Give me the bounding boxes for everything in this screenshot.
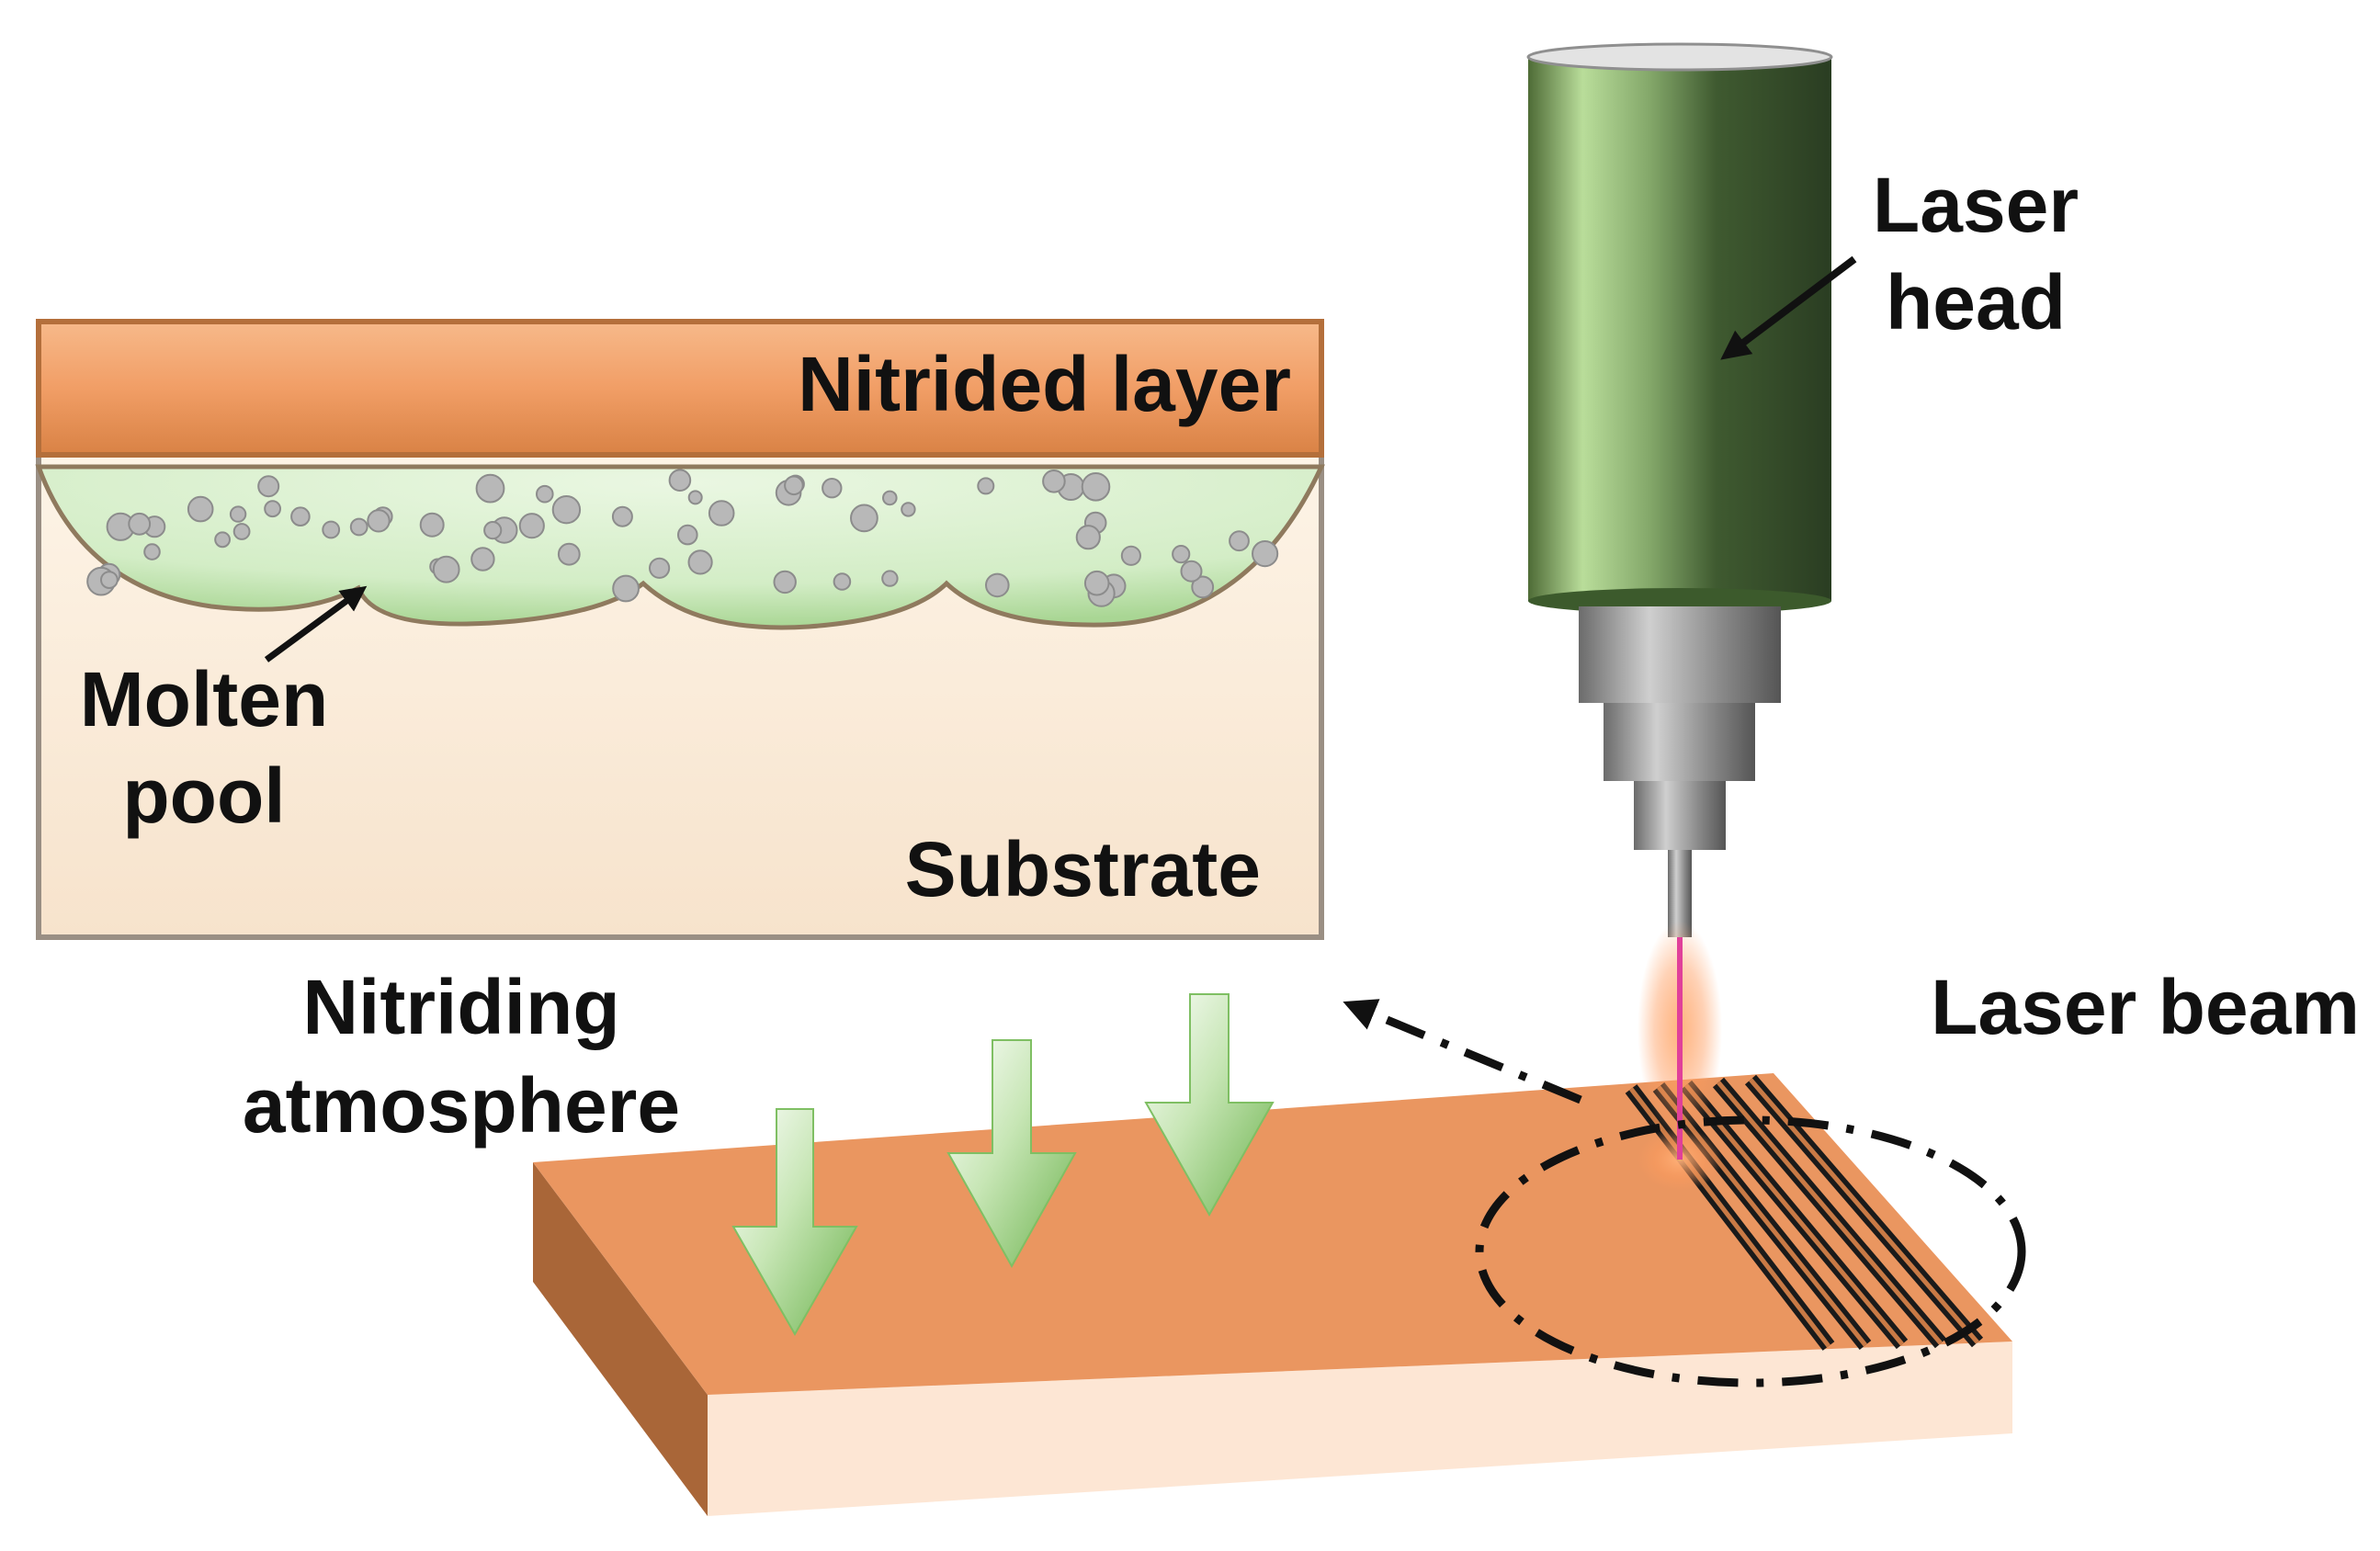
precipitate-particle — [536, 484, 554, 504]
precipitate-particle — [229, 505, 247, 523]
laser-beam — [1638, 921, 1722, 1191]
dash-dot-ellipse-icon — [1475, 1115, 2026, 1387]
dash-dot-arrow-icon — [1343, 999, 1582, 1104]
laser-head — [1526, 42, 1833, 937]
plate-left-face — [533, 1162, 708, 1516]
laser-head-body — [1528, 57, 1831, 601]
precipitate-particle — [232, 523, 251, 540]
plate-front-face — [708, 1342, 2012, 1516]
label-laser-beam: Laser beam — [1931, 964, 2360, 1050]
molten-pool-pointer-arrow — [264, 585, 368, 662]
precipitate-particle — [1252, 540, 1279, 568]
precipitate-particle — [850, 504, 878, 533]
nitrogen-flow-arrow-icon — [731, 1108, 858, 1337]
laser-head-pointer-arrow — [1720, 255, 1857, 360]
precipitate-particle — [1191, 575, 1215, 599]
nitrogen-flow-arrow-icon — [1144, 993, 1275, 1217]
precipitate-particle — [187, 495, 214, 523]
precipitate-particle — [290, 506, 311, 527]
precipitate-particle — [611, 505, 633, 527]
precipitate-particle — [551, 495, 582, 525]
nozzle-lower — [1634, 781, 1726, 850]
precipitate-particle — [1083, 570, 1110, 596]
nitrogen-flow-arrow-icon — [946, 1039, 1077, 1269]
precipitate-particles — [86, 469, 1279, 607]
precipitate-particle — [483, 521, 503, 540]
precipitate-particle — [977, 477, 995, 495]
precipitate-particle — [985, 572, 1010, 598]
precipitate-particle — [901, 502, 916, 517]
precipitate-particle — [264, 500, 282, 518]
precipitate-particle — [470, 547, 495, 572]
nozzle-collar — [1579, 606, 1781, 703]
precipitate-particle — [419, 512, 445, 538]
precipitate-particle — [773, 570, 797, 594]
precipitate-particle — [518, 513, 545, 539]
precipitate-particle — [612, 574, 640, 603]
label-laser-head-line2: head — [1886, 259, 2066, 345]
precipitate-particle — [1075, 525, 1101, 550]
label-nitrided-layer: Nitrided layer — [798, 341, 1291, 427]
precipitate-particle — [214, 531, 232, 549]
precipitate-particle — [367, 509, 391, 533]
precipitate-particle — [143, 543, 161, 560]
precipitate-particle — [881, 570, 899, 587]
precipitate-particle — [833, 572, 852, 591]
nitrided-layer-band — [36, 319, 1324, 458]
precipitate-particle — [1180, 560, 1203, 583]
label-molten-pool-line2: pool — [122, 753, 285, 839]
precipitate-particle — [708, 500, 735, 526]
precipitate-particle — [349, 517, 368, 537]
precipitate-particle — [432, 555, 460, 583]
label-substrate: Substrate — [905, 826, 1261, 912]
precipitate-particle — [1081, 472, 1111, 502]
precipitate-particle — [649, 557, 671, 579]
label-molten-pool-line1: Molten — [80, 656, 329, 742]
precipitate-particle — [1172, 545, 1191, 564]
precipitate-particle — [322, 520, 341, 539]
precipitate-particle — [100, 571, 119, 589]
precipitate-particle — [128, 512, 152, 536]
precipitate-particle — [1042, 470, 1066, 493]
precipitate-particle — [1120, 545, 1142, 566]
precipitate-particle — [784, 475, 804, 496]
precipitate-particle — [677, 524, 698, 546]
precipitate-particle — [687, 549, 713, 575]
precipitate-particle — [668, 469, 692, 492]
precipitate-particle — [822, 478, 843, 499]
precipitate-particle — [557, 542, 581, 566]
precipitate-particle — [882, 490, 898, 506]
precipitate-particle — [1229, 530, 1250, 552]
laser-head-top — [1526, 42, 1833, 72]
precipitate-particle — [257, 475, 280, 498]
nozzle-mid — [1604, 703, 1755, 781]
precipitate-particle — [687, 490, 703, 505]
label-laser-head-line1: Laser — [1873, 162, 2079, 248]
nitrogen-flow-arrows — [731, 993, 1275, 1337]
label-nitriding-line1: Nitriding — [302, 964, 619, 1050]
precipitate-particle — [475, 473, 505, 504]
label-nitriding-line2: atmosphere — [243, 1062, 680, 1149]
